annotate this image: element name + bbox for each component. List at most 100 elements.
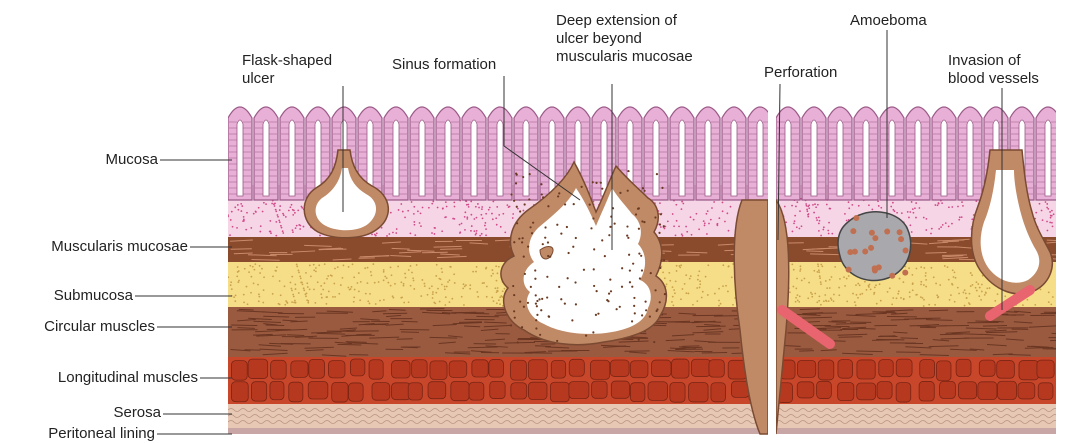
texture-dot bbox=[722, 285, 724, 287]
villus-lumen bbox=[785, 120, 791, 196]
muscle-bundle bbox=[251, 382, 266, 401]
texture-dot bbox=[296, 266, 298, 268]
texture-dot bbox=[476, 217, 478, 219]
texture-dot bbox=[604, 255, 606, 257]
texture-dot bbox=[795, 206, 797, 208]
texture-dot bbox=[319, 235, 321, 237]
villus-lumen bbox=[601, 120, 607, 196]
muscle-bundle bbox=[940, 381, 956, 398]
texture-dot bbox=[970, 285, 972, 287]
texture-dot bbox=[821, 265, 823, 267]
texture-dot bbox=[306, 292, 308, 294]
texture-dot bbox=[844, 285, 846, 287]
texture-dot bbox=[321, 297, 323, 299]
texture-dot bbox=[342, 277, 344, 279]
texture-dot bbox=[284, 304, 286, 306]
texture-dot bbox=[697, 279, 699, 281]
texture-dot bbox=[928, 304, 930, 306]
texture-dot bbox=[609, 279, 611, 281]
texture-dot bbox=[641, 314, 643, 316]
texture-dot bbox=[386, 277, 388, 279]
texture-dot bbox=[291, 288, 293, 290]
texture-dot bbox=[676, 220, 678, 222]
texture-dot bbox=[497, 272, 499, 274]
muscle-bundle bbox=[978, 382, 997, 400]
texture-dot bbox=[979, 287, 981, 289]
texture-dot bbox=[497, 287, 499, 289]
muscle-fiber bbox=[535, 346, 551, 347]
texture-dot bbox=[1046, 203, 1048, 205]
texture-dot bbox=[259, 231, 261, 233]
texture-dot bbox=[799, 270, 801, 272]
texture-dot bbox=[486, 296, 488, 298]
texture-dot bbox=[1051, 222, 1053, 224]
texture-dot bbox=[481, 208, 483, 210]
texture-dot bbox=[920, 266, 922, 268]
texture-dot bbox=[376, 232, 378, 234]
texture-dot bbox=[964, 305, 966, 307]
texture-dot bbox=[827, 230, 829, 232]
label-flask-shaped-ulcer: Flask-shaped ulcer bbox=[242, 52, 372, 88]
texture-dot bbox=[813, 212, 815, 214]
texture-dot bbox=[676, 270, 678, 272]
texture-dot bbox=[823, 300, 825, 302]
texture-dot bbox=[685, 226, 687, 228]
texture-dot bbox=[806, 205, 808, 207]
texture-dot bbox=[386, 235, 388, 237]
texture-dot bbox=[529, 173, 531, 175]
texture-dot bbox=[502, 290, 504, 292]
texture-dot bbox=[383, 279, 385, 281]
texture-dot bbox=[325, 296, 327, 298]
texture-dot bbox=[925, 286, 927, 288]
texture-dot bbox=[251, 276, 253, 278]
muscle-bundle bbox=[451, 381, 469, 400]
texture-dot bbox=[291, 204, 293, 206]
texture-dot bbox=[447, 281, 449, 283]
texture-dot bbox=[232, 226, 234, 228]
texture-dot bbox=[411, 272, 413, 274]
texture-dot bbox=[243, 301, 245, 303]
texture-dot bbox=[435, 275, 437, 277]
texture-dot bbox=[922, 297, 924, 299]
texture-dot bbox=[529, 226, 531, 228]
texture-dot bbox=[278, 220, 280, 222]
texture-dot bbox=[614, 223, 616, 225]
texture-dot bbox=[521, 326, 523, 328]
texture-dot bbox=[639, 277, 641, 279]
texture-dot bbox=[359, 299, 361, 301]
villus-lumen bbox=[1045, 120, 1051, 196]
muscle-fiber bbox=[253, 334, 273, 335]
texture-dot bbox=[313, 269, 315, 271]
muscle-bundle bbox=[349, 383, 364, 401]
texture-dot bbox=[538, 298, 540, 300]
texture-dot bbox=[704, 222, 706, 224]
texture-dot bbox=[392, 232, 394, 234]
texture-dot bbox=[908, 267, 910, 269]
texture-dot bbox=[806, 209, 808, 211]
texture-dot bbox=[896, 297, 898, 299]
muscle-fiber bbox=[392, 248, 410, 249]
texture-dot bbox=[930, 267, 932, 269]
texture-dot bbox=[334, 296, 336, 298]
texture-dot bbox=[965, 293, 967, 295]
texture-dot bbox=[820, 281, 822, 283]
texture-dot bbox=[470, 230, 472, 232]
texture-dot bbox=[795, 297, 797, 299]
texture-dot bbox=[966, 297, 968, 299]
texture-dot bbox=[727, 291, 729, 293]
texture-dot bbox=[673, 289, 675, 291]
texture-dot bbox=[697, 275, 699, 277]
texture-dot bbox=[481, 206, 483, 208]
muscle-bundle bbox=[797, 382, 814, 398]
texture-dot bbox=[326, 278, 328, 280]
texture-dot bbox=[310, 275, 312, 277]
villus-lumen bbox=[941, 120, 947, 196]
texture-dot bbox=[236, 275, 238, 277]
texture-dot bbox=[413, 221, 415, 223]
texture-dot bbox=[510, 193, 512, 195]
texture-dot bbox=[470, 201, 472, 203]
texture-dot bbox=[464, 229, 466, 231]
texture-dot bbox=[275, 211, 277, 213]
texture-dot bbox=[718, 217, 720, 219]
muscle-fiber bbox=[682, 346, 699, 347]
